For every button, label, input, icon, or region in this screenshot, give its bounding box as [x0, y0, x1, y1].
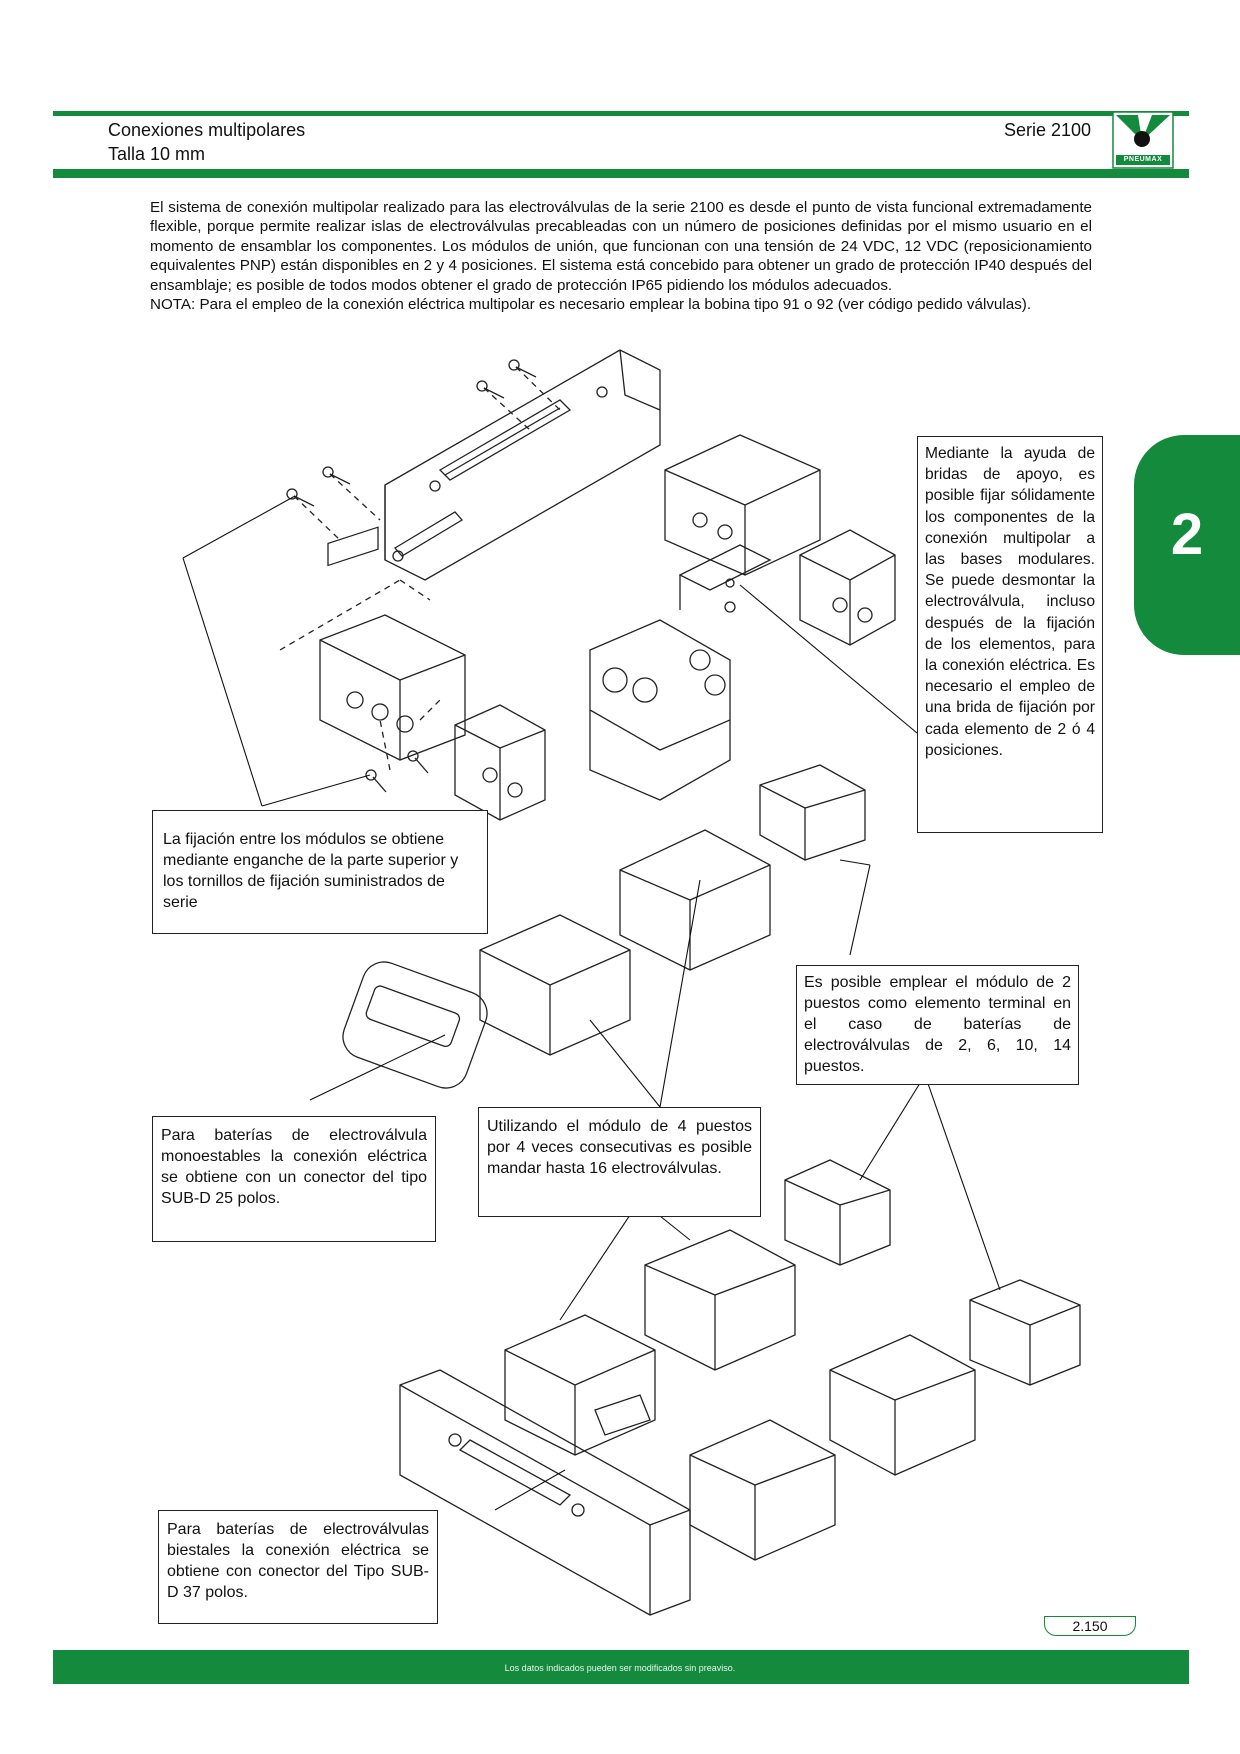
callout-biestales: Para baterías de electroválvulas biestal… [158, 1510, 438, 1624]
footer-notice: Los datos indicados pueden ser modificad… [504, 1663, 736, 1673]
subd-25-connector [342, 961, 488, 1089]
callout-monoestables: Para baterías de electroválvula monoesta… [152, 1116, 436, 1242]
module-stack-a [759, 764, 866, 861]
callout-bridas: Mediante la ayuda de bridas de apoyo, es… [917, 436, 1103, 833]
module-stack-c [479, 914, 631, 1056]
intro-text: El sistema de conexión multipolar realiz… [150, 198, 1092, 314]
module-lower-a [784, 1159, 891, 1266]
intro-paragraph: El sistema de conexión multipolar realiz… [150, 199, 1092, 294]
module-left-4pos [319, 526, 466, 761]
chapter-tab [1134, 435, 1240, 655]
valve-base [589, 619, 731, 801]
module-left-2pos [454, 704, 546, 821]
header-bottom-bar [53, 169, 1189, 178]
series-label: Serie 2100 [1004, 120, 1092, 140]
callout-fijacion: La fijación entre los módulos se obtiene… [152, 810, 488, 934]
header-top-rule [53, 111, 1189, 116]
module-topright-4pos [664, 434, 821, 576]
callout-modulo4: Utilizando el módulo de 4 puestos por 4 … [478, 1107, 761, 1217]
module-stack-b [619, 829, 771, 971]
module-lower-d [969, 1279, 1081, 1386]
page-title: Conexiones multipolares [108, 120, 306, 140]
callout-modulo2: Es posible emplear el módulo de 2 puesto… [796, 965, 1079, 1085]
screws-top [286, 359, 537, 507]
module-lower-f [689, 1419, 836, 1561]
pneumax-logo: PNEUMAX [1112, 111, 1174, 169]
chapter-number: 2 [1170, 502, 1204, 567]
top-connector-housing [384, 349, 661, 581]
intro-note: NOTA: Para el empleo de la conexión eléc… [150, 296, 1032, 314]
module-topright-2pos [799, 529, 896, 646]
mounting-bracket [678, 544, 772, 613]
footer-bar [53, 1650, 1189, 1684]
bottom-connector-housing [399, 1369, 691, 1616]
page-subtitle: Talla 10 mm [108, 144, 206, 164]
logo-wordmark: PNEUMAX [1123, 156, 1163, 163]
module-lower-c [504, 1314, 656, 1456]
module-lower-e [829, 1334, 976, 1476]
page-number: 2.150 [1044, 1616, 1136, 1636]
module-lower-b [644, 1229, 796, 1371]
